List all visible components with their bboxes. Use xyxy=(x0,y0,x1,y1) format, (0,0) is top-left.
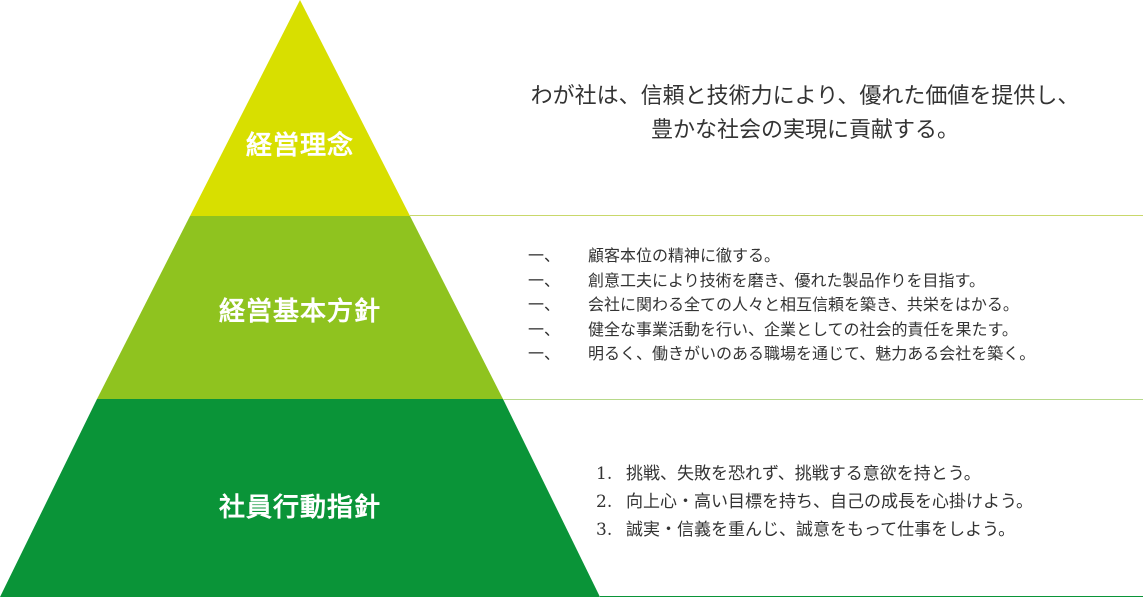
basic-policy-list: 一、顧客本位の精神に徹する。 一、創意工夫により技術を磨き、優れた製品作りを目指… xyxy=(528,244,1035,367)
policy-text: 健全な事業活動を行い、企業としての社会的責任を果たす。 xyxy=(588,319,1018,339)
conduct-item: 1. 挑戦、失敗を恐れず、挑戦する意欲を持とう。 xyxy=(596,460,1033,488)
conduct-text: 誠実・信義を重んじ、誠意をもって仕事をしよう。 xyxy=(626,520,1016,540)
policy-mark: 一、 xyxy=(528,295,561,314)
conduct-text: 挑戦、失敗を恐れず、挑戦する意欲を持とう。 xyxy=(626,464,981,484)
tier-label-conduct-guidelines: 社員行動指針 xyxy=(218,493,381,523)
policy-mark: 一、 xyxy=(528,246,561,265)
pyramid-tier-middle xyxy=(97,216,503,399)
divider-middle xyxy=(503,399,1143,400)
policy-item: 一、 会社に関わる全ての人々と相互信頼を築き、共栄をはかる。 xyxy=(528,293,1035,318)
policy-text: 明るく、働きがいのある職場を通じて、魅力ある会社を築く。 xyxy=(588,344,1036,363)
policy-item: 一、 健全な事業活動を行い、企業としての社会的責任を果たす。 xyxy=(528,318,1035,343)
policy-item: 一、 顧客本位の精神に徹する。 xyxy=(528,244,1035,269)
conduct-number: 2. xyxy=(596,492,613,512)
pyramid-tier-bottom xyxy=(0,399,600,597)
conduct-item: 2. 向上心・高い目標を持ち、自己の成長を心掛けよう。 xyxy=(596,488,1033,516)
divider-bottom xyxy=(600,596,1143,597)
philosophy-line-1: わが社は、信頼と技術力により、優れた価値を提供し、 xyxy=(530,84,1080,109)
policy-item: 一、 明るく、働きがいのある職場を通じて、魅力ある会社を築く。 xyxy=(528,342,1035,367)
policy-text: 創意工夫により技術を磨き、優れた製品作りを目指す。 xyxy=(588,270,985,290)
policy-mark: 一、 xyxy=(528,319,561,339)
conduct-text: 向上心・高い目標を持ち、自己の成長を心掛けよう。 xyxy=(626,492,1033,512)
philosophy-statement: わが社は、信頼と技術力により、優れた価値を提供し、 豊かな社会の実現に貢献する。 xyxy=(470,80,1140,148)
philosophy-line-2: 豊かな社会の実現に貢献する。 xyxy=(650,118,959,143)
pyramid-tier-top xyxy=(190,0,410,216)
conduct-item: 3. 誠実・信義を重んじ、誠意をもって仕事をしよう。 xyxy=(596,516,1033,544)
conduct-guidelines-list: 1. 挑戦、失敗を恐れず、挑戦する意欲を持とう。 2. 向上心・高い目標を持ち、自己… xyxy=(596,460,1033,544)
policy-text: 会社に関わる全ての人々と相互信頼を築き、共栄をはかる。 xyxy=(588,295,1019,314)
policy-item: 一、 創意工夫により技術を磨き、優れた製品作りを目指す。 xyxy=(528,269,1035,294)
conduct-number: 3. xyxy=(596,520,613,540)
conduct-number: 1. xyxy=(596,464,613,484)
tier-label-basic-policy: 経営基本方針 xyxy=(218,297,381,327)
divider-top xyxy=(410,215,1143,216)
tier-label-philosophy: 経営理念 xyxy=(245,131,354,161)
policy-mark: 一、 xyxy=(528,344,561,363)
policy-text: 顧客本位の精神に徹する。 xyxy=(588,246,781,265)
policy-mark: 一、 xyxy=(528,270,561,290)
